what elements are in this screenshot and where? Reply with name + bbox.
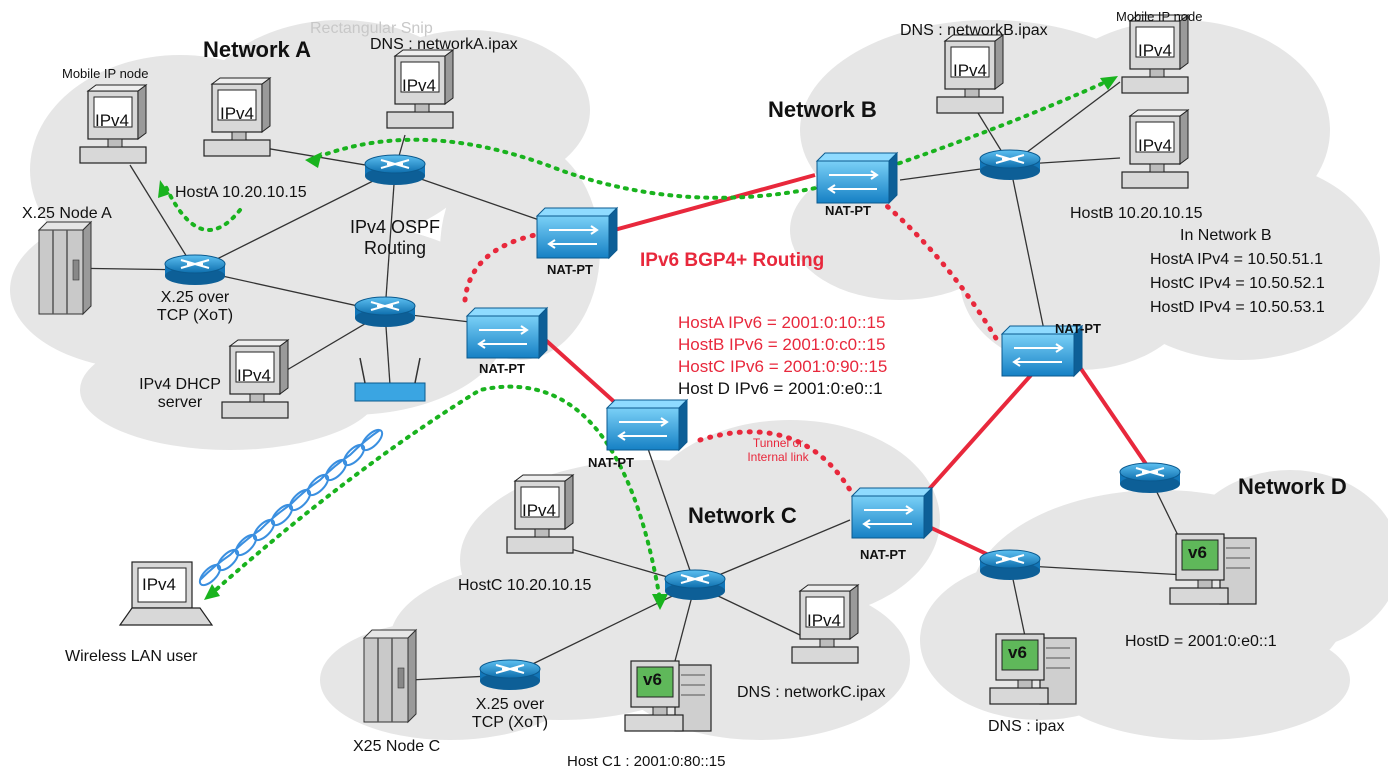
router-network-a-lower [354,296,416,328]
mobile-ip-label-b: Mobile IP node [1116,9,1203,24]
natpt-network-a-upper [536,207,618,259]
pc-dns-ipax [989,633,1077,705]
ipv6-dotted-links [462,197,1003,493]
screen-label-mobile-b: IPv4 [1138,41,1173,60]
mobility-arrowheads [158,76,1118,610]
network-b-title: Network B [768,97,877,122]
natpt-label-a-lower: NAT-PT [479,361,525,376]
tunnel-label: Tunnel or Internal link [728,436,828,465]
ospf-routing-label: IPv4 OSPF Routing [325,217,465,258]
screen-label-mobile-a: IPv4 [95,111,130,130]
router-network-b [979,149,1041,181]
dns-label-network-c: DNS : networkC.ipax [737,684,886,701]
ospf-line1: IPv4 OSPF [349,217,441,237]
host-d-label: HostD = 2001:0:e0::1 [1125,633,1277,650]
network-b-map-row: HostA IPv4 = 10.50.51.1 [1150,251,1324,268]
snip-overlay-text: Rectangular Snip [310,20,433,37]
screen-label-dns-a: IPv4 [402,76,437,95]
xot-a-line1: X.25 over [160,289,230,306]
ipv6-links [538,173,1152,567]
mobility-paths [163,78,1112,602]
natpt-network-b-upper [816,152,898,204]
ipv6-map-row: HostB IPv6 = 2001:0:c0::15 [678,335,886,354]
dhcp-line2: server [157,394,203,412]
natpt-label-c-upper: NAT-PT [588,455,634,470]
dhcp-line1: IPv4 DHCP [139,376,221,393]
natpt-label-c-lower: NAT-PT [860,547,906,562]
router-network-d-lower [979,549,1041,581]
wireless-signal-rings [198,428,384,587]
host-c1-label: Host C1 : 2001:0:80::15 [567,753,726,770]
x25-node-a-label: X.25 Node A [22,205,112,222]
natpt-network-c-upper [606,399,688,451]
dhcp-server-label: IPv4 DHCP server [120,376,240,413]
bgp-routing-label: IPv6 BGP4+ Routing [640,250,825,271]
screen-label-dns-b: IPv4 [953,61,988,80]
network-d-title: Network D [1238,474,1347,499]
network-b-map-title: In Network B [1180,227,1272,244]
wireless-lan-user-label: Wireless LAN user [65,648,198,665]
mobility-path-network-a [163,183,242,232]
ipv6-map-row: HostA IPv6 = 2001:0:10::15 [678,313,886,332]
screen-label-laptop: IPv4 [142,575,177,594]
xot-c-line2: TCP (XoT) [471,714,549,732]
dns-label-ipax: DNS : ipax [988,718,1065,735]
screen-label-host-c: IPv4 [522,501,557,520]
tunnel-line2: Internal link [747,449,809,464]
router-network-c [664,569,726,601]
xot-c-label: X.25 over TCP (XoT) [455,696,565,733]
ipv6-map-row: Host D IPv6 = 2001:0:e0::1 [678,379,883,398]
network-b-map-row: HostD IPv4 = 10.50.53.1 [1150,299,1325,316]
xot-a-label: X.25 over TCP (XoT) [140,289,250,326]
screen-label-host-a: IPv4 [220,104,255,123]
ospf-line2: Routing [363,237,427,258]
pc-host-d [1169,533,1257,605]
natpt-label-a-upper: NAT-PT [547,262,593,277]
screen-label-host-d: v6 [1188,543,1207,562]
dns-label-network-a: DNS : networkA.ipax [370,36,518,53]
network-b-mapping-block: In Network B HostA IPv4 = 10.50.51.1 Hos… [1150,224,1325,320]
network-a-title: Network A [203,37,311,62]
router-xot-a [164,254,226,286]
dns-label-network-b: DNS : networkB.ipax [900,22,1048,39]
network-b-map-row: HostC IPv4 = 10.50.52.1 [1150,275,1325,292]
natpt-label-b-upper: NAT-PT [825,203,871,218]
screen-label-host-b: IPv4 [1138,136,1173,155]
host-c-label: HostC 10.20.10.15 [458,577,592,594]
x25-node-a [38,221,92,315]
router-xot-c [479,659,541,691]
x25-node-c [363,629,417,723]
natpt-network-a-lower [466,307,548,359]
mobile-ip-label-a: Mobile IP node [62,66,149,81]
pc-host-c1 [624,660,712,732]
network-c-title: Network C [688,503,797,528]
laptop-wireless-user [118,561,214,626]
host-b-label: HostB 10.20.10.15 [1070,205,1203,222]
xot-c-line1: X.25 over [475,696,545,713]
tunnel-line1: Tunnel or [752,436,804,450]
x25-node-c-label: X25 Node C [353,738,441,755]
natpt-network-c-lower [851,487,933,539]
screen-label-dns-c: IPv4 [807,611,842,630]
xot-a-line2: TCP (XoT) [156,307,234,325]
router-network-d-upper [1119,462,1181,494]
wireless-access-point [354,357,426,402]
natpt-label-b-lower: NAT-PT [1055,321,1101,336]
ipv6-mapping-block: HostA IPv6 = 2001:0:10::15 HostB IPv6 = … [678,312,887,400]
screen-label-dhcp: IPv4 [237,366,272,385]
host-a-label: HostA 10.20.10.15 [175,184,307,201]
screen-label-dns-ipax: v6 [1008,643,1027,662]
screen-label-host-c1: v6 [643,670,662,689]
mobility-path-wireless [208,384,662,602]
ipv6-map-row: HostC IPv6 = 2001:0:90::15 [678,357,888,376]
router-network-a-core [364,154,426,186]
